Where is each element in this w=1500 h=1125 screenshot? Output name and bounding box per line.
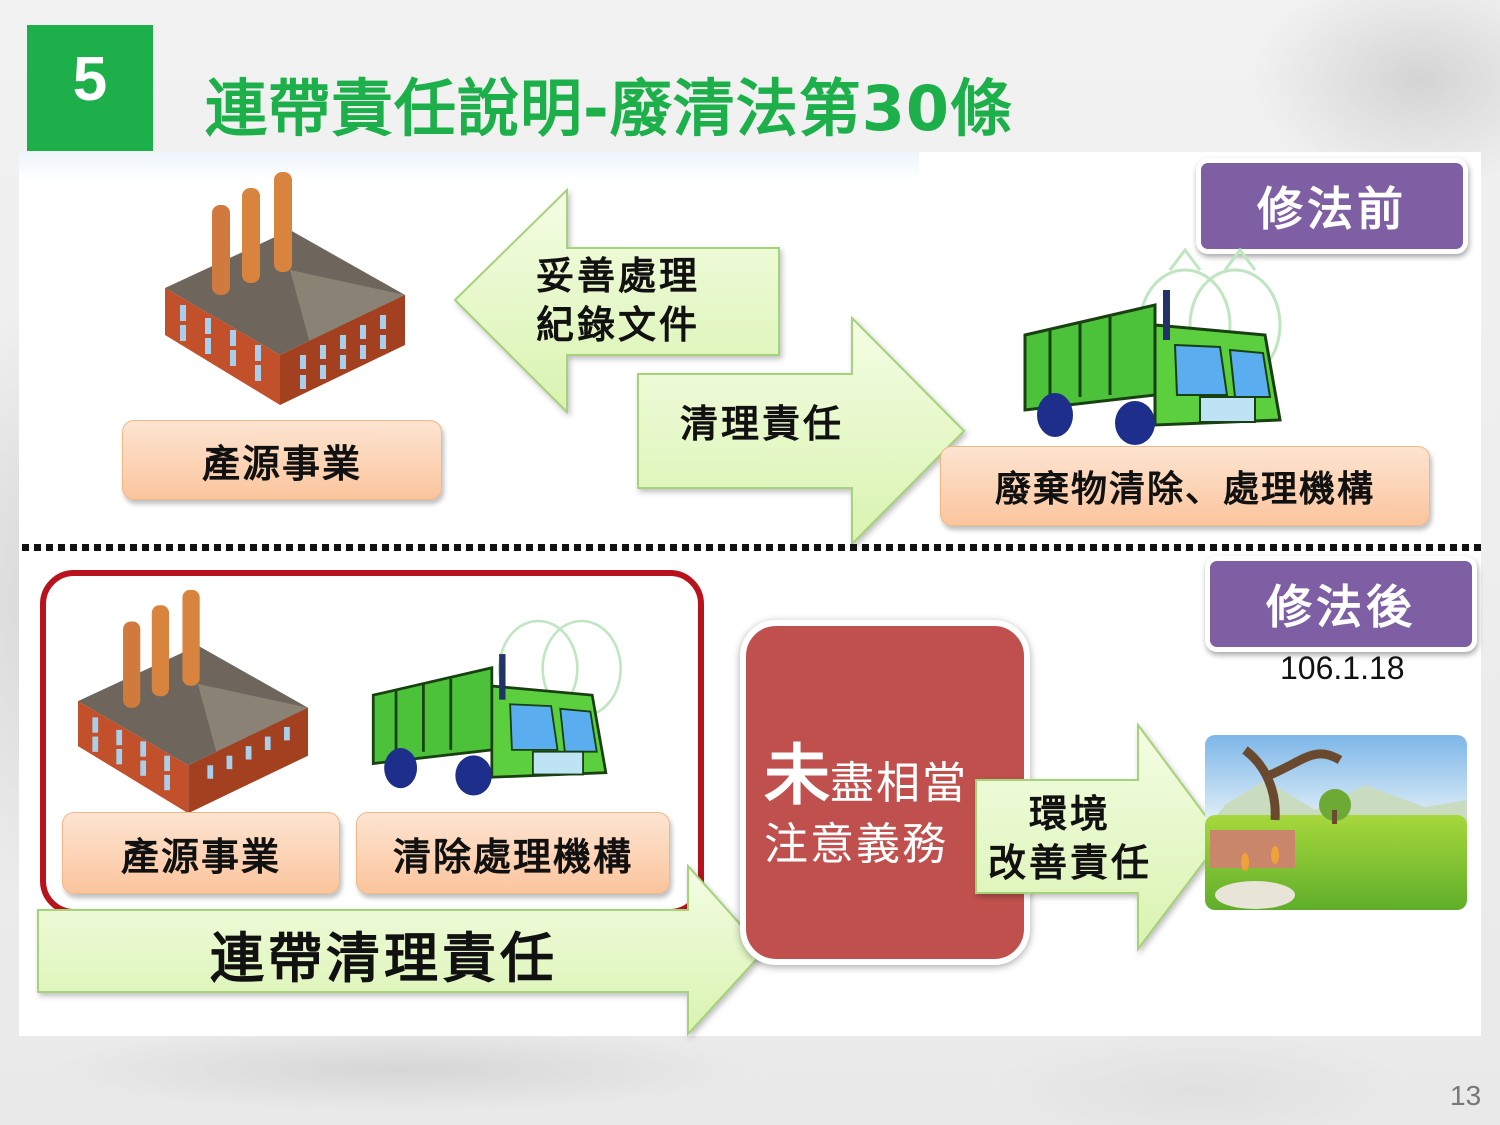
- section-divider: [22, 544, 1484, 551]
- factory-icon: [78, 589, 308, 814]
- landscape-icon: [1205, 735, 1467, 910]
- after-amendment-badge: 修法後: [1205, 556, 1477, 652]
- duty-of-care-line1: 未盡相當: [764, 737, 968, 814]
- page-number: 13: [1450, 1080, 1482, 1111]
- factory-icon: [165, 172, 405, 405]
- after-facility-box: 清除處理機構: [356, 812, 670, 894]
- right-arrow-icon: [637, 315, 966, 547]
- before-amendment-badge: 修法前: [1196, 158, 1468, 254]
- page-title: 連帶責任說明-廢清法第30條: [205, 72, 1014, 145]
- garbage-truck-icon: [1023, 290, 1282, 445]
- environment-arrow-label: 環境 改善責任: [988, 792, 1153, 886]
- before-generator-box: 產源事業: [122, 420, 442, 500]
- garbage-truck-icon: [371, 654, 608, 796]
- section-number-badge: 5: [27, 25, 153, 151]
- amendment-date: 106.1.18: [1280, 650, 1405, 686]
- left-arrow-label: 妥善處理 紀錄文件: [536, 254, 701, 348]
- right-arrow-label: 清理責任: [680, 402, 845, 446]
- before-facility-box: 廢棄物清除、處理機構: [940, 446, 1430, 526]
- left-arrow-icon: [453, 187, 780, 415]
- section-number: 5: [72, 44, 108, 114]
- joint-arrow-label: 連帶清理責任: [210, 927, 558, 990]
- duty-of-care-line2: 注意義務: [764, 819, 948, 870]
- joint-arrow-icon: [37, 863, 766, 1037]
- environment-arrow-icon: [975, 721, 1224, 952]
- after-generator-box: 產源事業: [62, 812, 340, 894]
